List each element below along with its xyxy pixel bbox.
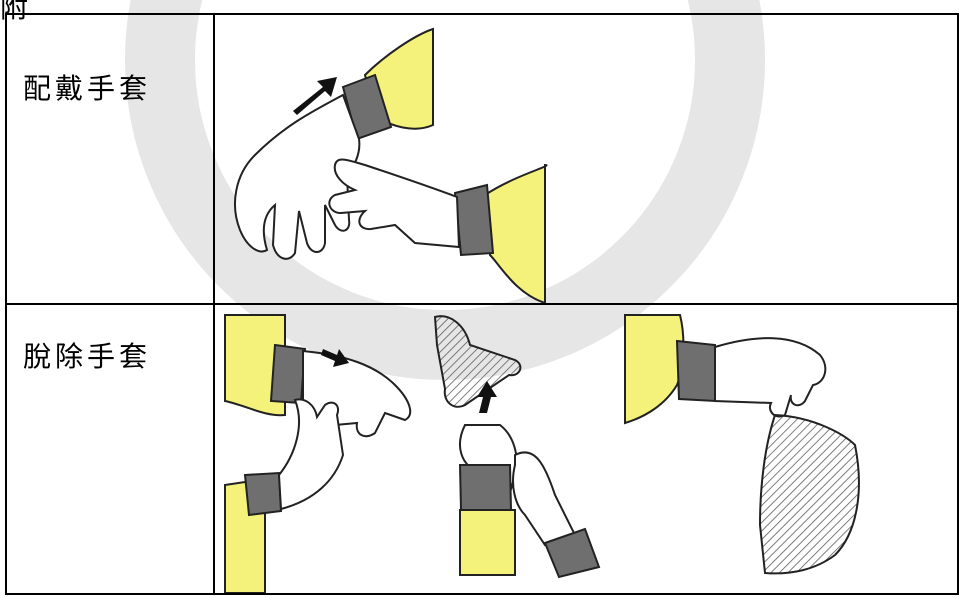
- remove-gloves-illustration: [224, 314, 860, 593]
- glove-procedure-table: 配戴手套 脫除手套: [5, 13, 959, 595]
- label-cell: 配戴手套: [5, 13, 215, 305]
- label-cell: 脫除手套: [5, 303, 215, 595]
- illustration-cell: [213, 13, 959, 305]
- illustration-cell: [213, 303, 959, 595]
- table-row: 配戴手套: [5, 13, 959, 305]
- table-row: 脫除手套: [5, 303, 959, 595]
- row-label-remove: 脫除手套: [23, 340, 152, 373]
- put-on-gloves-illustration: [234, 27, 548, 303]
- row-label-put-on: 配戴手套: [23, 72, 152, 105]
